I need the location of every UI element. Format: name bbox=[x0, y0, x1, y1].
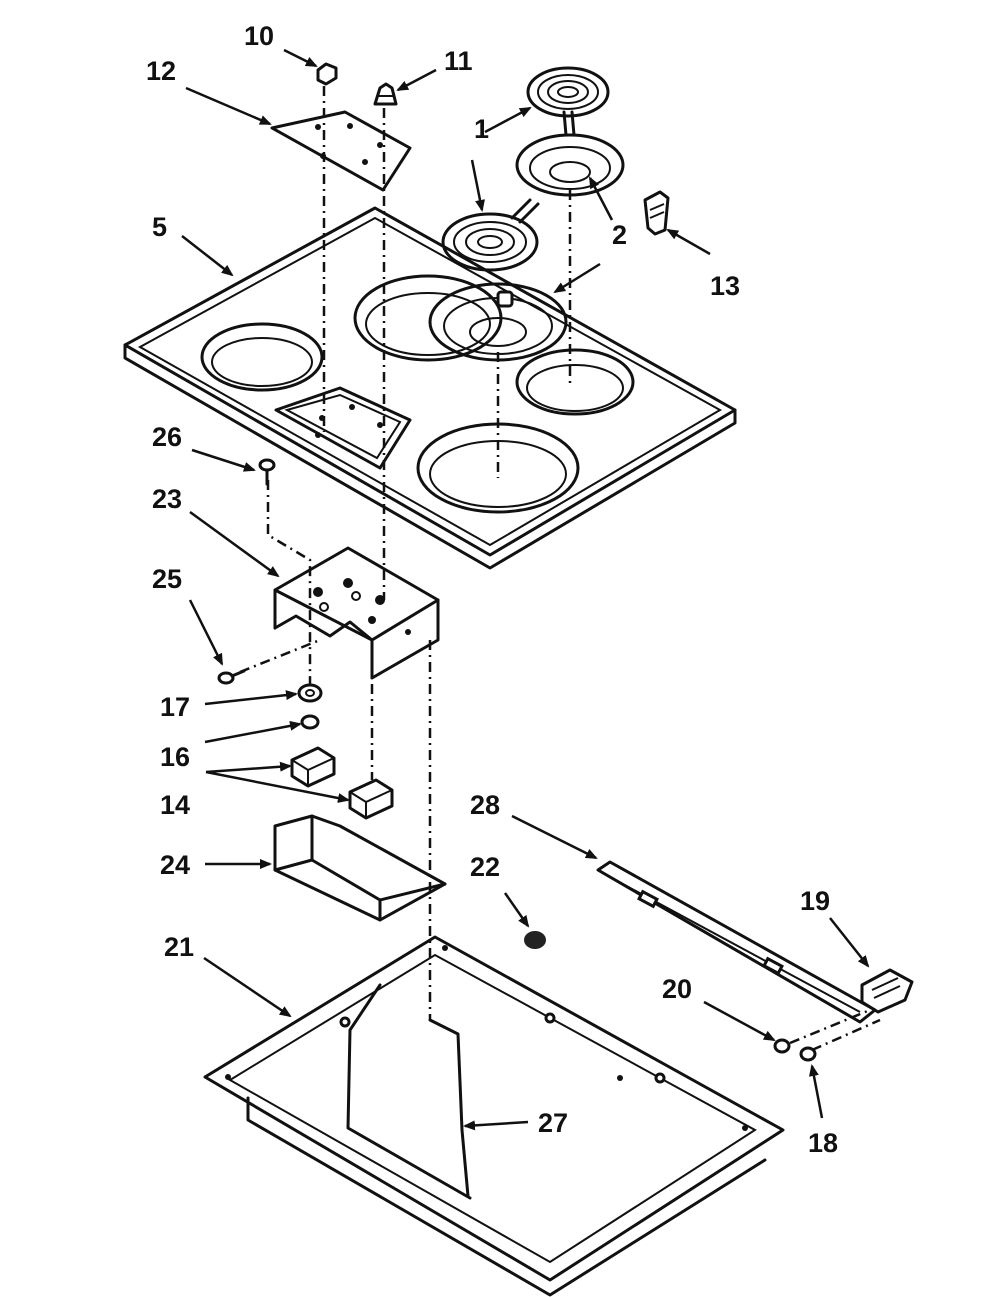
callout-2-rear: 2 bbox=[612, 220, 627, 250]
callout-17: 17 bbox=[160, 692, 190, 722]
callout-26: 26 bbox=[152, 422, 182, 452]
switch-part-14-b bbox=[348, 778, 394, 820]
nut-part-10 bbox=[316, 62, 338, 86]
callout-14: 14 bbox=[160, 790, 190, 820]
cooktop-control-recess bbox=[274, 386, 412, 470]
switch-part-14-a bbox=[290, 746, 336, 788]
washer-part-16 bbox=[300, 714, 320, 730]
screw-part-25 bbox=[217, 669, 246, 685]
callout-18: 18 bbox=[808, 1128, 838, 1158]
callout-16: 16 bbox=[160, 742, 190, 772]
callout-10: 10 bbox=[244, 21, 274, 51]
screw-part-18 bbox=[799, 1046, 817, 1062]
callout-5: 5 bbox=[152, 212, 167, 242]
plate-part-12 bbox=[270, 110, 412, 192]
callout-12: 12 bbox=[146, 56, 176, 86]
burner-opening-right bbox=[515, 348, 635, 416]
bracket-part-23 bbox=[273, 546, 440, 680]
assembly-guide-lines bbox=[239, 86, 881, 1052]
burner-opening-rear-large bbox=[353, 274, 503, 362]
screw-part-26 bbox=[258, 458, 276, 486]
leader-lines bbox=[181, 48, 870, 1131]
callout-23: 23 bbox=[152, 484, 182, 514]
callout-20: 20 bbox=[662, 974, 692, 1004]
drip-pan-front bbox=[428, 282, 568, 362]
callout-1-rear: 1 bbox=[474, 114, 489, 144]
surface-element-rear bbox=[526, 66, 610, 137]
bumper-part-11 bbox=[373, 82, 398, 106]
surface-element-front bbox=[441, 198, 540, 272]
terminal-block-part-13 bbox=[643, 190, 670, 236]
connector-part-19 bbox=[860, 968, 914, 1014]
callout-24: 24 bbox=[160, 850, 190, 880]
callout-27: 27 bbox=[538, 1108, 568, 1138]
callout-25: 25 bbox=[152, 564, 182, 594]
screw-part-20 bbox=[773, 1038, 791, 1054]
base-pan-part-21 bbox=[203, 935, 785, 1297]
callout-21: 21 bbox=[164, 932, 194, 962]
callout-28: 28 bbox=[470, 790, 500, 820]
callout-22: 22 bbox=[470, 852, 500, 882]
grommet-part-22 bbox=[524, 931, 546, 949]
nut-part-17 bbox=[297, 683, 323, 703]
callout-19: 19 bbox=[800, 886, 830, 916]
callout-11: 11 bbox=[444, 46, 473, 76]
drip-pan-rear bbox=[515, 133, 625, 197]
callout-13: 13 bbox=[710, 271, 740, 301]
callout-labels: 10 11 12 1 1 2 2 13 5 26 23 25 17 16 14 … bbox=[146, 21, 838, 1158]
burner-opening-left bbox=[200, 322, 324, 392]
wire-harness-part-27 bbox=[346, 983, 472, 1200]
cooktop-main-top bbox=[123, 206, 737, 570]
rail-part-28 bbox=[596, 860, 877, 1024]
switch-cover-part-24 bbox=[273, 814, 447, 922]
